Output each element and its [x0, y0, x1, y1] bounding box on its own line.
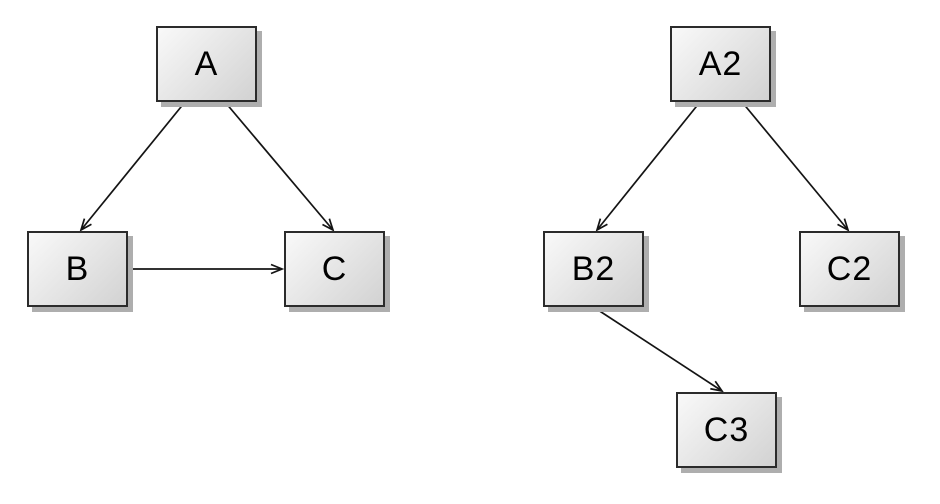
- node-A: A: [156, 26, 257, 102]
- node-label-B2: B2: [571, 250, 616, 288]
- node-label-C3: C3: [703, 411, 750, 449]
- node-C2: C2: [799, 231, 900, 307]
- node-label-A2: A2: [698, 45, 743, 83]
- node-C: C: [284, 231, 385, 307]
- node-label-C2: C2: [826, 250, 873, 288]
- node-C3: C3: [676, 392, 777, 468]
- edges-group: [81, 101, 848, 391]
- node-label-C: C: [321, 250, 348, 288]
- node-label-B: B: [65, 250, 90, 288]
- edge-A-C: [224, 101, 333, 230]
- node-label-A: A: [194, 45, 219, 83]
- edge-A2-B2: [597, 101, 701, 230]
- edge-B2-C3: [594, 307, 722, 391]
- node-A2: A2: [670, 26, 771, 102]
- edge-A2-C2: [741, 101, 848, 230]
- edge-A-B: [81, 101, 186, 230]
- node-B: B: [27, 231, 128, 307]
- node-B2: B2: [543, 231, 644, 307]
